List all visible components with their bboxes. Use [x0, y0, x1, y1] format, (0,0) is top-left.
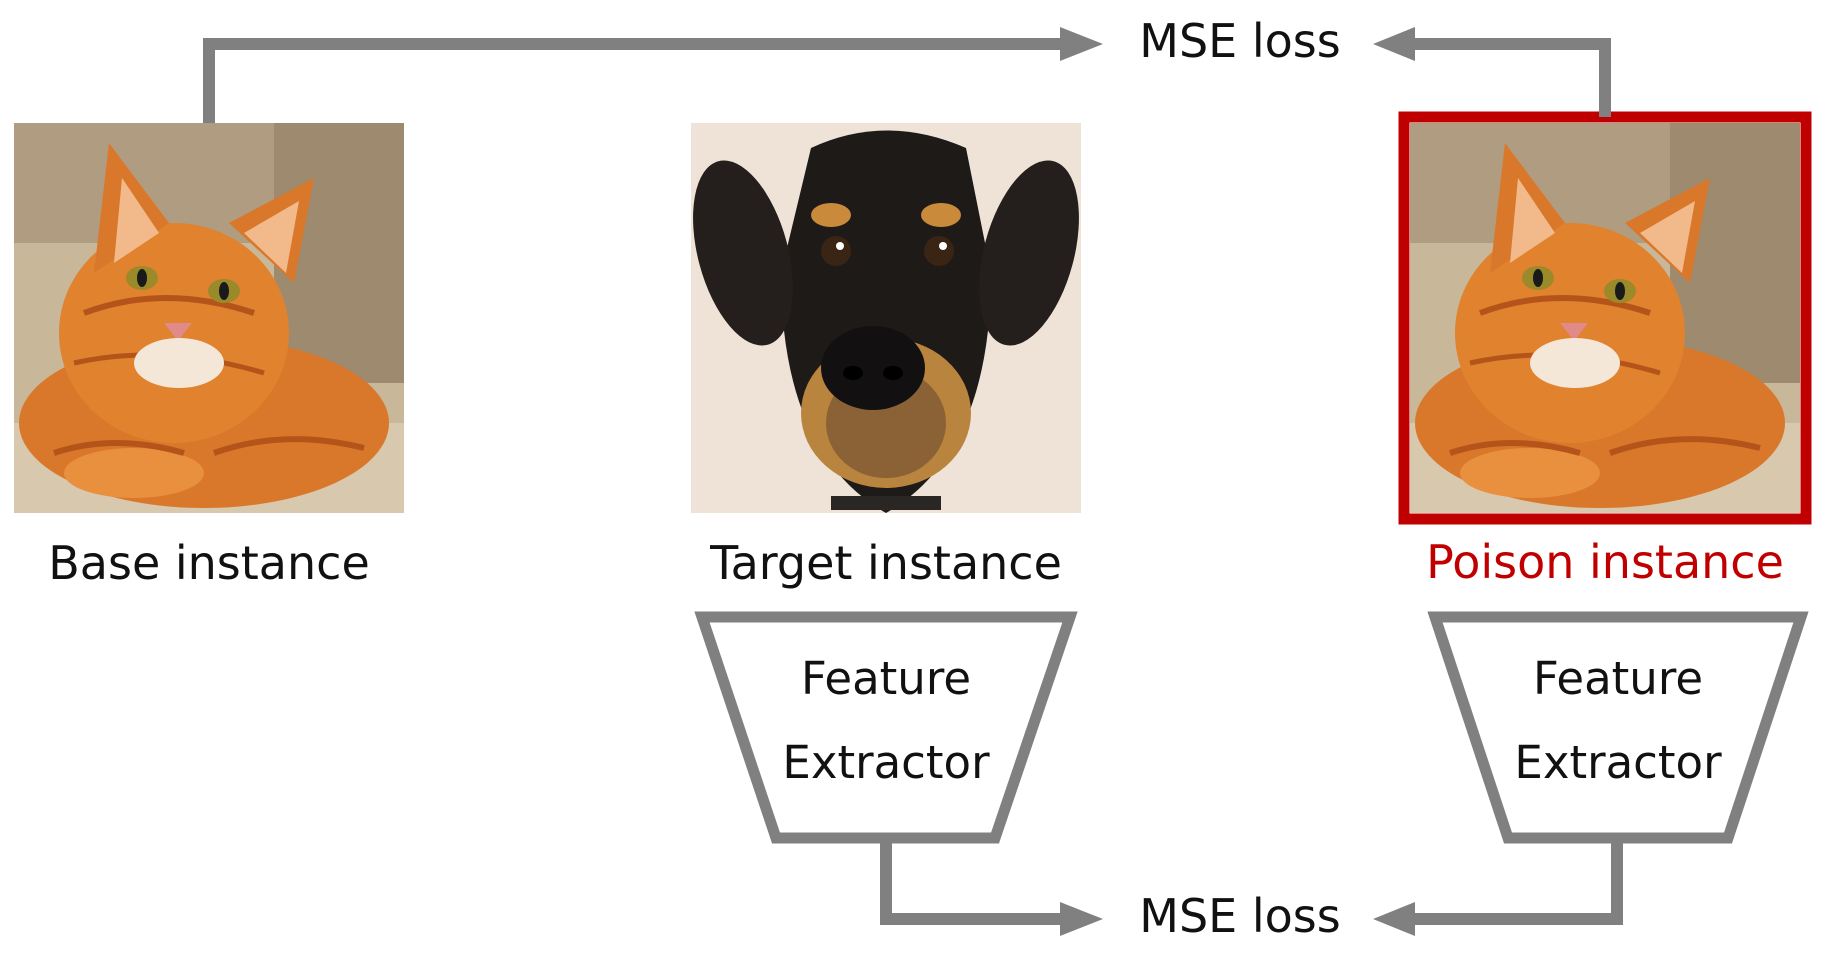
poison-instance-image [1398, 111, 1812, 525]
top-mse-loss-label: MSE loss [1139, 14, 1340, 68]
target-instance-label: Target instance [709, 536, 1062, 590]
top-right-arrow [1373, 27, 1611, 117]
bottom-right-arrow [1373, 840, 1623, 936]
target-extractor-line2: Extractor [782, 736, 990, 789]
base-instance-image [14, 123, 404, 513]
poison-feature-extractor [1427, 611, 1809, 844]
poison-instance-label: Poison instance [1426, 535, 1784, 589]
bottom-mse-loss-label: MSE loss [1139, 889, 1340, 943]
top-left-arrow [203, 27, 1103, 123]
base-instance-label: Base instance [48, 536, 370, 590]
bottom-left-arrow [880, 840, 1103, 936]
target-feature-extractor [694, 611, 1078, 844]
target-extractor-line1: Feature [801, 652, 971, 705]
target-instance-image [675, 123, 1097, 513]
poison-extractor-line2: Extractor [1514, 736, 1722, 789]
poison-extractor-line1: Feature [1533, 652, 1703, 705]
